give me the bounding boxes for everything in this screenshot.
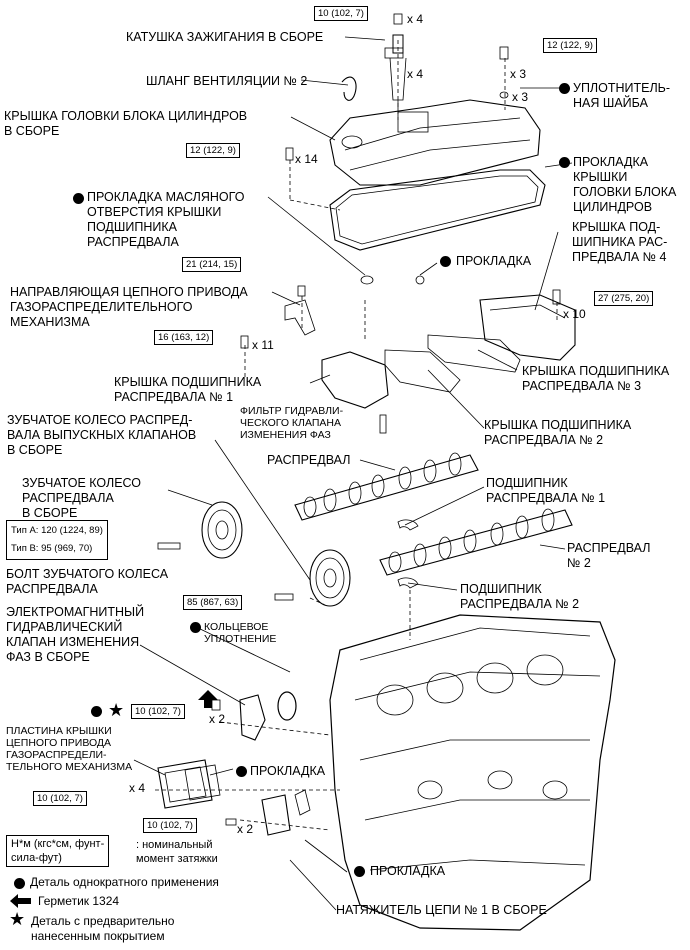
legend-non-reusable: Деталь однократного применения: [30, 875, 219, 889]
label-filter: ФИЛЬТР ГИДРАВЛИ- ЧЕСКОГО КЛАПАНА ИЗМЕНЕН…: [240, 405, 344, 441]
qty-tensioner: x 2: [237, 822, 254, 836]
torque-coil-bolt: 10 (102, 7): [314, 6, 368, 21]
gear-bolt-torque-table: Тип А: 120 (1224, 89) Тип В: 95 (969, 70…: [6, 520, 108, 560]
torque-cap4: 27 (275, 20): [594, 291, 654, 306]
non-reusable-marker: [440, 256, 451, 267]
label-bearing-cap3: КРЫШКА ПОДШИПНИКА РАСПРЕДВАЛА № 3: [522, 364, 670, 393]
label-oil-hole-gasket: ПРОКЛАДКА МАСЛЯНОГО ОТВЕРСТИЯ КРЫШКИ ПОД…: [87, 190, 245, 249]
legend-units-text: : номинальный момент затяжки: [136, 839, 218, 865]
torque-solenoid: 10 (102, 7): [131, 704, 185, 719]
label-camshaft-2: РАСПРЕДВАЛ № 2: [567, 541, 651, 570]
legend-units-box: Н*м (кгс*см, фунт- сила-фут): [6, 835, 110, 867]
label-camshaft-1: РАСПРЕДВАЛ: [267, 453, 351, 467]
non-reusable-marker: [190, 622, 201, 633]
qty-plate: x 4: [129, 781, 146, 795]
qty-coil: x 4: [407, 67, 424, 81]
torque-plate: 10 (102, 7): [33, 791, 87, 806]
label-bearing-1: ПОДШИПНИК РАСПРЕДВАЛА № 1: [486, 476, 606, 505]
label-o-ring: КОЛЬЦЕВОЕ УПЛОТНЕНИЕ: [204, 621, 277, 645]
legend-precoated: Деталь с предварительно нанесенным покры…: [31, 914, 175, 943]
legend-arrow-icon: [10, 894, 31, 908]
qty-cap4: x 10: [563, 307, 586, 321]
label-head-cover-gasket: ПРОКЛАДКА КРЫШКИ ГОЛОВКИ БЛОКА ЦИЛИНДРОВ: [573, 155, 677, 214]
type-b-torque: Тип В: 95 (969, 70): [11, 543, 93, 554]
non-reusable-marker: [354, 866, 365, 877]
qty-cover-left: x 14: [295, 152, 318, 166]
qty-washer: x 3: [512, 90, 529, 104]
label-gasket-plate: ПРОКЛАДКА: [250, 764, 326, 778]
torque-cover-right: 12 (122, 9): [543, 38, 597, 53]
label-bearing-cap2: КРЫШКА ПОДШИПНИКА РАСПРЕДВАЛА № 2: [484, 418, 632, 447]
torque-chain-guide: 21 (214, 15): [182, 257, 242, 272]
label-ignition-coil: КАТУШКА ЗАЖИГАНИЯ В СБОРЕ: [126, 30, 324, 44]
label-gear-bolt: БОЛТ ЗУБЧАТОГО КОЛЕСА РАСПРЕДВАЛА: [6, 567, 169, 596]
torque-gear: 85 (867, 63): [183, 595, 243, 610]
label-gasket-mid: ПРОКЛАДКА: [456, 254, 532, 268]
torque-cap1: 16 (163, 12): [154, 330, 214, 345]
legend-star-icon: ★: [9, 909, 26, 929]
star-icon: ★: [108, 700, 125, 720]
non-reusable-marker: [559, 157, 570, 168]
label-head-cover: КРЫШКА ГОЛОВКИ БЛОКА ЦИЛИНДРОВ В СБОРЕ: [4, 109, 248, 138]
label-chain-guide: НАПРАВЛЯЮЩАЯ ЦЕПНОГО ПРИВОДА ГАЗОРАСПРЕД…: [10, 285, 248, 329]
qty-solenoid: x 2: [209, 712, 226, 726]
label-exhaust-gear: ЗУБЧАТОЕ КОЛЕСО РАСПРЕД- ВАЛА ВЫПУСКНЫХ …: [7, 413, 197, 457]
torque-tensioner: 10 (102, 7): [143, 818, 197, 833]
qty-coil-bolt: x 4: [407, 12, 424, 26]
label-chain-cover-plate: ПЛАСТИНА КРЫШКИ ЦЕПНОГО ПРИВОДА ГАЗОРАСП…: [6, 725, 133, 773]
label-tensioner: НАТЯЖИТЕЛЬ ЦЕПИ № 1 В СБОРЕ: [336, 903, 547, 917]
type-a-torque: Тип А: 120 (1224, 89): [11, 525, 103, 536]
legend-dot-icon: [14, 878, 25, 889]
non-reusable-marker: [91, 706, 102, 717]
label-bearing-cap4: КРЫШКА ПОД- ШИПНИКА РАС- ПРЕДВАЛА № 4: [572, 220, 668, 264]
label-bearing-cap1: КРЫШКА ПОДШИПНИКА РАСПРЕДВАЛА № 1: [114, 375, 262, 404]
label-solenoid: ЭЛЕКТРОМАГНИТНЫЙ ГИДРАВЛИЧЕСКИЙ КЛАПАН И…: [6, 605, 145, 664]
legend-sealant: Герметик 1324: [38, 894, 120, 908]
label-seal-washer: УПЛОТНИТЕЛЬ- НАЯ ШАЙБА: [573, 81, 671, 110]
non-reusable-marker: [73, 193, 84, 204]
label-gasket-tensioner: ПРОКЛАДКА: [370, 864, 446, 878]
non-reusable-marker: [236, 766, 247, 777]
label-cam-gear: ЗУБЧАТОЕ КОЛЕСО РАСПРЕДВАЛА В СБОРЕ: [22, 476, 142, 520]
qty-cap1: x 11: [252, 338, 274, 352]
non-reusable-marker: [559, 83, 570, 94]
label-bearing-2: ПОДШИПНИК РАСПРЕДВАЛА № 2: [460, 582, 580, 611]
label-vent-hose: ШЛАНГ ВЕНТИЛЯЦИИ № 2: [146, 74, 308, 88]
torque-cover-left: 12 (122, 9): [186, 143, 240, 158]
qty-cover-right: x 3: [510, 67, 527, 81]
